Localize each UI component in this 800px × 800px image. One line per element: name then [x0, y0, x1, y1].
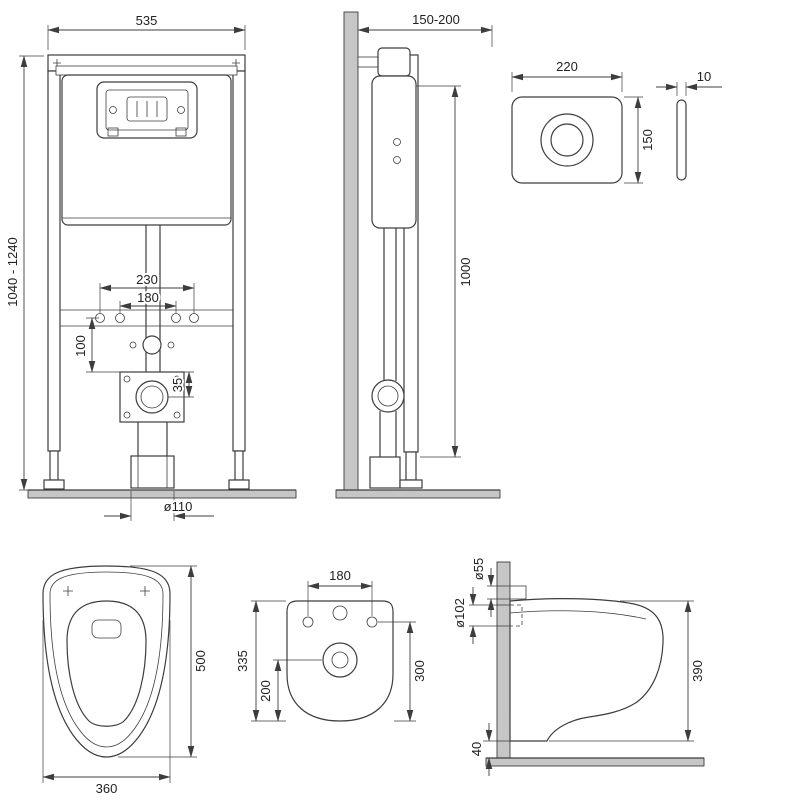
- dim-frame-height-range: 1040 - 1240: [5, 237, 20, 306]
- wall: [496, 561, 511, 759]
- dim-plate-width: 220: [556, 59, 578, 74]
- dim-plate-thickness: 10: [697, 69, 711, 84]
- foot-side: [399, 479, 423, 489]
- rim-line: [509, 610, 647, 620]
- frame-right-rail: [232, 70, 246, 452]
- dim-fixing-spacing: 180: [329, 568, 351, 583]
- wall: [343, 11, 359, 491]
- bowl-outline: [42, 565, 171, 758]
- dim-outlet-diameter: ø102: [452, 598, 467, 628]
- cistern-side: [371, 75, 417, 229]
- cistern-bolt: [393, 138, 401, 146]
- dim-bowl-side-depth: 390: [690, 660, 705, 682]
- frame-left-foot: [43, 479, 65, 490]
- dim-fixing-height: 300: [412, 660, 427, 682]
- bracket-bolt: [123, 411, 131, 419]
- valve-ticks: [136, 101, 158, 117]
- extension-lines: [42, 565, 197, 783]
- inlet-stub: [509, 585, 527, 600]
- valve-screw-left: [109, 106, 117, 114]
- outlet-elbow: [371, 379, 405, 413]
- dim-outlet-height: 200: [258, 680, 273, 702]
- cistern-bolt: [393, 156, 401, 164]
- latch-left: [107, 127, 119, 137]
- dim-side-height: 1000: [458, 258, 473, 287]
- dim-outlet-offset: 35: [170, 378, 185, 392]
- drain-flange-lines: [137, 456, 168, 488]
- dim-inlet-diameter: ø55: [471, 558, 486, 580]
- frame-front-view: 535 1040 - 1240 230 180 100 35 ø110: [3, 11, 297, 521]
- frame-right-leg: [234, 450, 244, 481]
- drain-opening: [91, 619, 122, 639]
- dim-drain-diameter: ø110: [164, 499, 193, 514]
- dim-fixing-outer: 230: [136, 272, 158, 287]
- flush-plate: [511, 96, 623, 184]
- drain-flange-side: [369, 456, 401, 489]
- inspection-frame: [105, 89, 189, 131]
- leg-side: [405, 451, 417, 481]
- stud-hole: [115, 313, 125, 323]
- bowl-rear-view: 180 335 200 300: [233, 566, 429, 722]
- bracket-bolt: [173, 375, 181, 383]
- outlet-stub-hidden: [509, 604, 523, 627]
- dim-inlet-offset: 100: [73, 335, 88, 357]
- dim-height-overall: 335: [235, 650, 250, 672]
- flush-plate-profile: [676, 99, 687, 181]
- extension-lines: [511, 72, 687, 184]
- valve-screw-right: [177, 106, 185, 114]
- bowl-side-view: ø55 ø102 390 40: [450, 556, 707, 776]
- extension-lines: [251, 581, 416, 722]
- outlet-hole: [322, 642, 358, 678]
- flush-button-inner: [550, 123, 584, 157]
- hinge-cross-marks: [63, 586, 150, 596]
- inspection-shaft: [377, 47, 411, 77]
- inlet-hole: [332, 605, 348, 621]
- cistern-flange: [55, 65, 238, 76]
- flush-pipe-side: [383, 228, 397, 381]
- dim-depth-range: 150-200: [412, 12, 460, 27]
- bowl-profile: [509, 598, 664, 742]
- bowl-opening: [66, 600, 147, 727]
- bowl-top-view: 500 360: [42, 565, 210, 798]
- fixing-hole-right: [366, 616, 378, 628]
- extension-lines: [416, 25, 493, 458]
- dim-bowl-width: 360: [96, 781, 118, 796]
- frame-left-rail: [47, 70, 61, 452]
- frame-right-foot: [228, 479, 250, 490]
- drain-pipe-side: [379, 411, 397, 457]
- water-inlet: [142, 335, 162, 355]
- dim-plate-height: 150: [640, 129, 655, 151]
- inlet-bolt-right: [167, 341, 175, 349]
- latch-right: [175, 127, 187, 137]
- bracket-bolt: [123, 375, 131, 383]
- outlet-socket-inner: [140, 385, 164, 409]
- dim-bowl-depth: 500: [193, 650, 208, 672]
- dim-frame-width: 535: [136, 13, 158, 28]
- flush-button-outer: [540, 113, 594, 167]
- frame-left-leg: [49, 450, 59, 481]
- seat-ring: [49, 571, 164, 748]
- fixing-cross-marks: [53, 59, 240, 67]
- flush-valve-unit: [126, 96, 168, 122]
- fixing-hole-left: [302, 616, 314, 628]
- outlet-hole-inner: [331, 651, 349, 669]
- floor: [485, 757, 705, 767]
- floor: [27, 489, 297, 499]
- flush-plate-view: 220 150 10: [511, 57, 722, 184]
- floor: [335, 489, 501, 499]
- inlet-bolt-left: [129, 341, 137, 349]
- stud-hole: [171, 313, 181, 323]
- stud-hole: [189, 313, 199, 323]
- dim-bottom-clearance: 40: [469, 742, 484, 756]
- drain-flange: [130, 455, 175, 489]
- drain-pipe: [137, 422, 168, 456]
- bracket-bolt: [173, 411, 181, 419]
- outlet-elbow-inner: [377, 385, 399, 407]
- frame-side-view: 150-200 1000: [335, 10, 501, 499]
- dim-fixing-inner: 180: [137, 290, 159, 305]
